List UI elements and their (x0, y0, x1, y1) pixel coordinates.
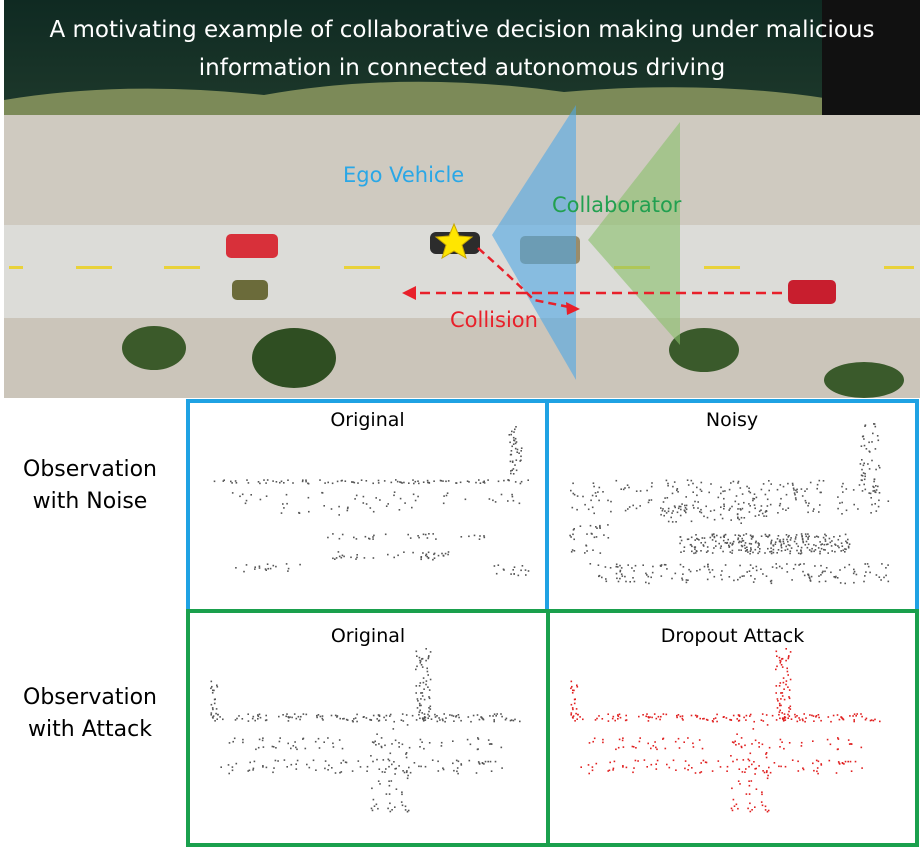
panel-title-dropout-attack: Dropout Attack (660, 625, 805, 647)
oncoming-trajectory-arrowhead (402, 286, 416, 300)
ego-star-icon (434, 222, 474, 260)
building-shadow (822, 0, 920, 135)
panel-attack-original: Original (186, 609, 550, 847)
point-cloud-noisy (569, 423, 890, 585)
panel-title-attack-original: Original (330, 625, 406, 647)
point-cloud-dropout-attack (570, 648, 881, 813)
row-label-attack: Observation with Attack (23, 685, 157, 742)
ego-vehicle-label: Ego Vehicle (343, 163, 465, 187)
panel-noise-original: Original (186, 399, 549, 613)
figure-title-line-2: information in connected autonomous driv… (198, 55, 726, 81)
row-label-noise: Observation with Noise (23, 457, 157, 514)
driving-scene: A motivating example of collaborative de… (4, 0, 920, 398)
ego-sensing-cone (492, 105, 576, 380)
figure-title-line-1: A motivating example of collaborative de… (49, 17, 875, 43)
grass-strip (4, 81, 824, 125)
point-cloud-attack-original (210, 648, 521, 813)
point-cloud-noise-original (213, 426, 530, 577)
collaborator-label: Collaborator (552, 193, 682, 217)
panel-attack-dropout: Dropout Attack (546, 609, 919, 847)
panel-title-noise-original: Original (330, 409, 405, 431)
trees (122, 326, 904, 398)
panel-noise-noisy: Noisy (545, 399, 919, 613)
collision-label: Collision (450, 308, 538, 332)
panel-title-noisy: Noisy (705, 409, 759, 431)
sidewalk-top (4, 115, 920, 225)
collaborator-sensing-cone (588, 122, 680, 345)
ego-trajectory-arrowhead (566, 302, 580, 315)
scene-illustration (4, 0, 920, 398)
